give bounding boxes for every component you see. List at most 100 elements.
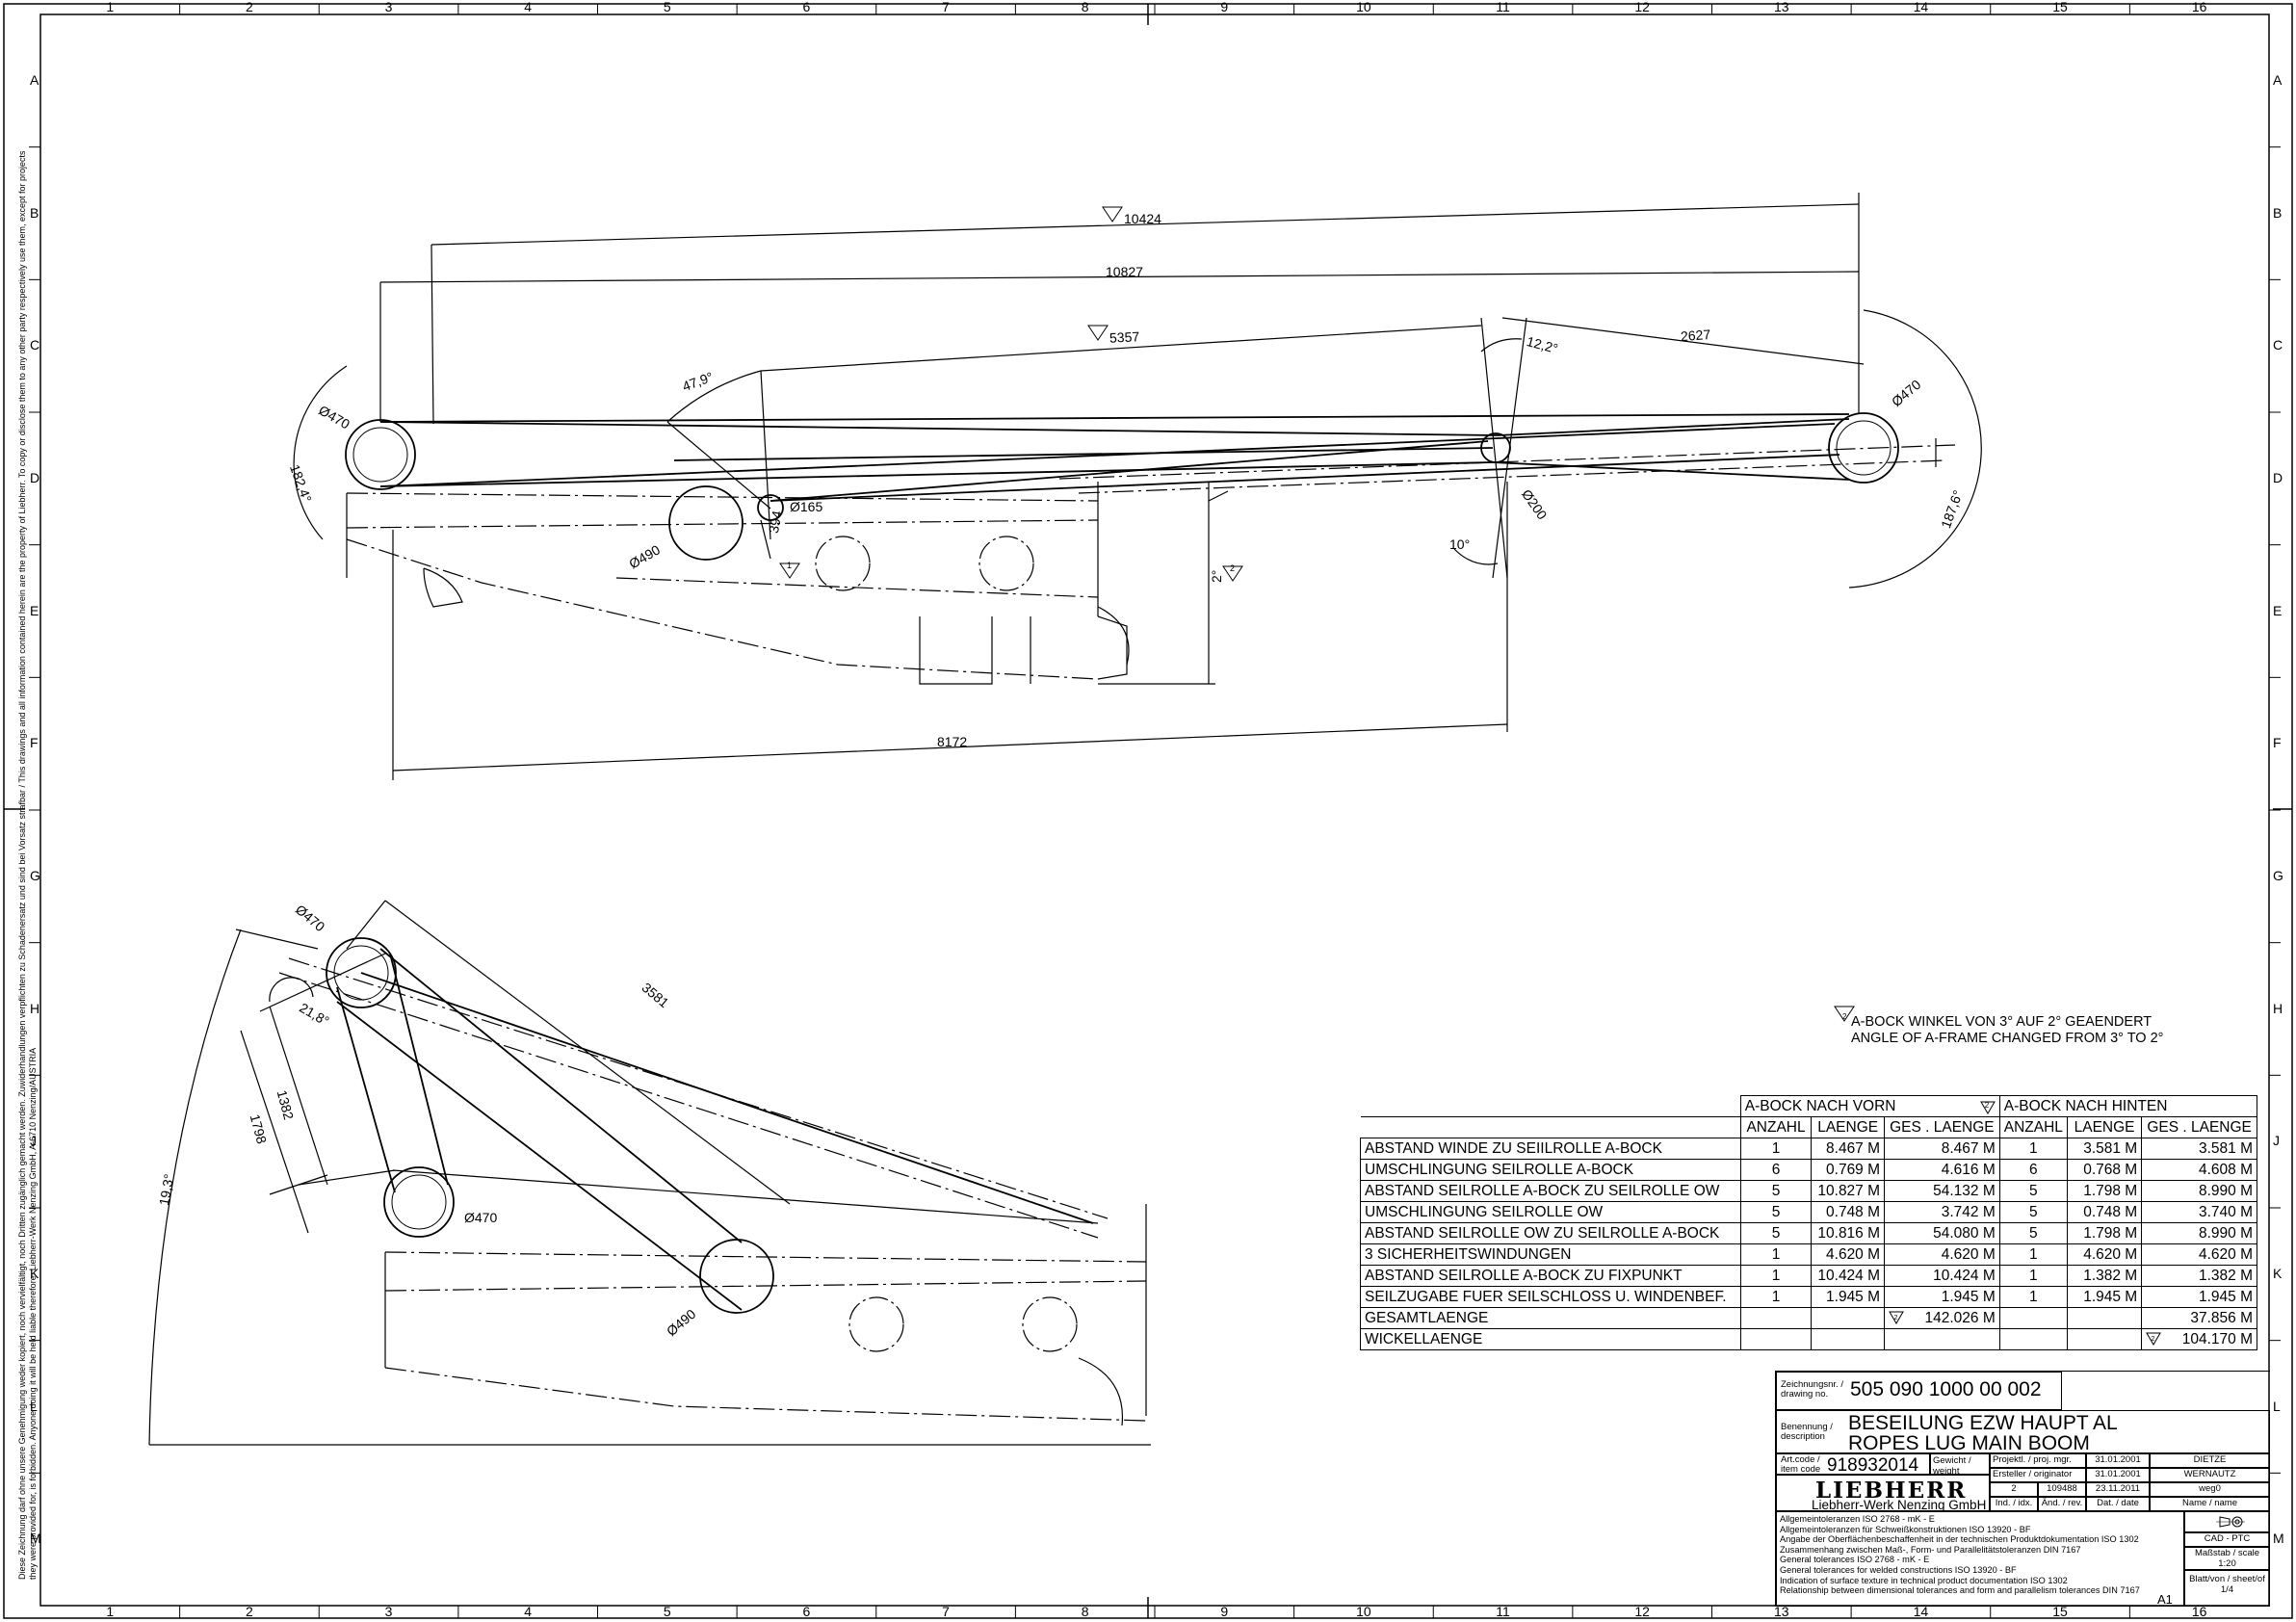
tolerance-line: Allgemeintoleranzen ISO 2768 - mK - E (1780, 1514, 1935, 1524)
zone-col-10: 10 (1356, 0, 1371, 14)
zone-col-12: 12 (1634, 0, 1650, 14)
zone-col-13: 13 (1774, 1604, 1789, 1619)
cell-g1: 3.742 M (1884, 1201, 2000, 1223)
cell-g1: 8.467 M (1884, 1138, 2000, 1160)
table-row: SEILZUGABE FUER SEILSCHLOSS U. WINDENBEF… (1360, 1286, 2257, 1308)
cell-g2: 1.382 M (2141, 1265, 2257, 1287)
zone-row-G: G (30, 867, 40, 883)
cell-n2: 1 (1998, 1138, 2068, 1160)
zone-row-G: G (2273, 867, 2283, 883)
dim-8172: 8172 (937, 734, 968, 749)
zone-col-13: 13 (1774, 0, 1789, 14)
svg-text:2: 2 (2152, 1336, 2155, 1343)
zone-row-C: C (30, 337, 40, 353)
cell-g1: 4.620 M (1884, 1243, 2000, 1266)
cell-l1: 0.769 M (1811, 1159, 1886, 1181)
zone-col-5: 5 (663, 0, 671, 14)
zone-row-H: H (30, 1000, 40, 1016)
zone-row-J: J (30, 1133, 37, 1149)
zone-col-2: 2 (246, 1604, 253, 1619)
legal-notice-line1: Diese Zeichnung darf ohne unsere Genehmi… (17, 150, 27, 1581)
cell-l2: 4.620 M (2066, 1243, 2143, 1266)
dim-2627: 2627 (1680, 326, 1711, 345)
revision-note: 2 A-BOCK WINKEL VON 3° AUF 2° GEAENDERT … (1842, 1012, 2164, 1047)
tolerance-line: General tolerances ISO 2768 - mK - E (1780, 1555, 1930, 1565)
zone-row-E: E (30, 602, 39, 618)
zone-row-K: K (2273, 1265, 2283, 1281)
zone-row-B: B (30, 204, 39, 221)
tolerance-line: Zusammenhang zwischen Maß-, Form- und Pa… (1780, 1544, 2081, 1555)
zone-col-7: 7 (942, 1604, 950, 1619)
cell-g2: 8.990 M (2141, 1180, 2257, 1202)
cell-n2: 1 (1998, 1286, 2068, 1308)
col-date-label: Dat. / date (2097, 1498, 2139, 1508)
cell-n2: 6 (1998, 1159, 2068, 1181)
weight-label: Gewicht / weight (1933, 1455, 1971, 1477)
proj-mgr-name: DIETZE (2193, 1454, 2227, 1465)
svg-text:2: 2 (1894, 1315, 1898, 1321)
angle-10: 10° (1449, 536, 1471, 552)
paper-format: A1 (2157, 1592, 2173, 1607)
cell-label: 3 SICHERHEITSWINDUNGEN (1360, 1243, 1741, 1266)
cell-n1: 1 (1739, 1265, 1813, 1287)
zone-col-3: 3 (384, 1604, 393, 1619)
zone-col-8: 8 (1081, 0, 1089, 14)
drawing-no-label: Zeichnungsnr. / drawing no. (1781, 1379, 1843, 1400)
cell-g2: 3.740 M (2141, 1201, 2257, 1223)
cell-g1: 10.424 M (1884, 1265, 2000, 1287)
zone-row-C: C (2273, 337, 2283, 353)
item-code-cell: Art.code / item code 918932014 (1776, 1453, 1930, 1476)
zone-col-9: 9 (1220, 1604, 1229, 1619)
tolerance-line: Angabe der Oberflächenbeschaffenheit in … (1780, 1534, 2139, 1545)
cell-l1: 4.620 M (1811, 1243, 1886, 1266)
total-label: GESAMTLAENGE (1360, 1307, 1741, 1329)
logo-cell: LIEBHERR Liebherr-Werk Nenzing GmbH (1776, 1475, 1990, 1512)
rev-index: 2 (2011, 1483, 2017, 1494)
zone-row-A: A (30, 71, 39, 88)
rev-mark-1: 1 (787, 561, 793, 570)
zone-row-E: E (2273, 602, 2283, 618)
item-code-label: Art.code / item code (1781, 1454, 1821, 1475)
zone-col-8: 8 (1081, 1604, 1089, 1619)
zone-col-15: 15 (2052, 0, 2068, 14)
weight-cell: Gewicht / weight (1930, 1453, 1990, 1477)
zone-col-5: 5 (663, 1604, 671, 1619)
col-name-label: Name / name (2181, 1498, 2238, 1508)
legal-notice-line2: they were provided for, is forbidden. An… (28, 1047, 38, 1580)
zone-col-15: 15 (2052, 1604, 2068, 1619)
table-row: ABSTAND SEILROLLE OW ZU SEILROLLE A-BOCK… (1360, 1222, 2257, 1244)
tolerance-line: General tolerances for welded constructi… (1780, 1564, 2017, 1575)
column-header-1: LAENGE (1811, 1116, 1886, 1138)
cell-n2: 5 (1998, 1180, 2068, 1202)
cell-label: ABSTAND SEILROLLE A-BOCK ZU SEILROLLE OW (1360, 1180, 1741, 1202)
cell-l1: 10.424 M (1811, 1265, 1886, 1287)
total-rear: 37.856 M (2141, 1307, 2257, 1329)
zone-col-16: 16 (2191, 0, 2207, 14)
cell-n1: 6 (1739, 1159, 1813, 1181)
zone-row-K: K (30, 1265, 39, 1281)
title-block: Zeichnungsnr. / drawing no. 505 090 1000… (1775, 1371, 2270, 1607)
group-rear-header: A-BOCK NACH HINTEN (1998, 1095, 2258, 1117)
proj-mgr-label: Projektl. / proj. mgr. (1993, 1454, 2072, 1465)
zone-row-M: M (2273, 1530, 2284, 1547)
cell-l1: 10.827 M (1811, 1180, 1886, 1202)
group-front-rev: 2 (1979, 1101, 1996, 1114)
dim-5357: 5357 (1109, 328, 1140, 346)
zone-col-6: 6 (802, 1604, 811, 1619)
zone-row-H: H (2273, 1000, 2283, 1016)
cell-label: ABSTAND SEILROLLE OW ZU SEILROLLE A-BOCK (1360, 1222, 1741, 1244)
zone-col-1: 1 (106, 0, 115, 14)
table-group-header-row: A-BOCK NACH VORN 2 A-BOCK NACH HINTEN (1360, 1095, 2258, 1117)
dia-470-bottom: Ø470 (464, 1210, 498, 1225)
revision-note-en: ANGLE OF A-FRAME CHANGED FROM 3° TO 2° (1851, 1031, 2164, 1046)
zone-col-12: 12 (1634, 1604, 1650, 1619)
cell-l2: 1.945 M (2066, 1286, 2143, 1308)
